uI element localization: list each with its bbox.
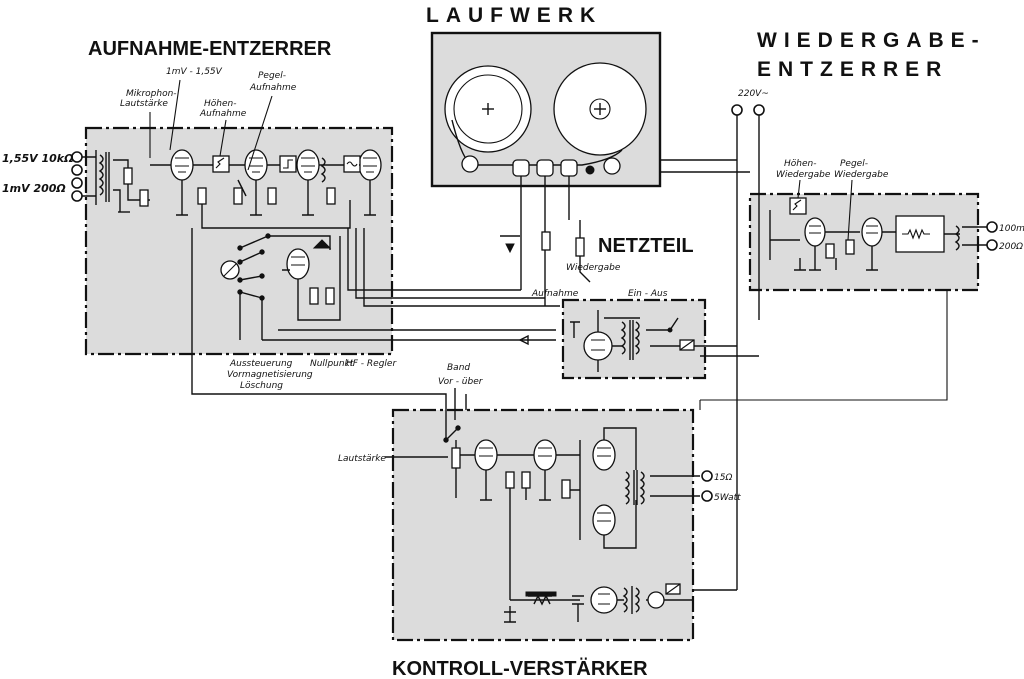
- kontroll-circuit: Band Vor - über Lautstärke: [338, 363, 741, 623]
- mains-terminal-1: [731, 104, 743, 116]
- aufnahme-entzerrer-title: AUFNAHME-ENTZERRER: [88, 38, 332, 60]
- playback-head-icon: [560, 159, 578, 177]
- input-terminal-low-2: [71, 190, 83, 202]
- oscillator-tube-icon: [286, 248, 310, 280]
- level-range-label: 1mV - 1,55V: [166, 67, 223, 77]
- amp-tube-1-icon: [474, 439, 498, 471]
- pilot-lamp-icon: [647, 591, 665, 609]
- tube-3-icon: [296, 149, 320, 181]
- mikrophon-label: Mikrophon-: [126, 89, 177, 99]
- power-transformer-icon: [620, 321, 626, 355]
- output-100mv-label: 100mV: [999, 224, 1024, 234]
- lautstaerke-kontroll-label: Lautstärke: [338, 454, 386, 464]
- output-5watt-label: 5Watt: [714, 493, 741, 503]
- output-200ohm-terminal: [986, 239, 998, 251]
- record-head-icon: [536, 159, 554, 177]
- kontroll-verstaerker-title: KONTROLL-VERSTÄRKER: [392, 657, 648, 679]
- input-low-label: 1mV 200Ω: [2, 182, 66, 195]
- wiedergabe-circuit: 100mV 200Ω Höhen- Wiedergabe Pegel- Wied…: [769, 159, 1024, 271]
- erase-head-icon: [512, 159, 530, 177]
- hoehen-aufnahme-label-2: Aufnahme: [199, 109, 247, 119]
- treble-filter-icon: [212, 155, 230, 173]
- vormagnetisierung-label: Vormagnetisierung: [227, 370, 313, 380]
- output-15ohm-label: 15Ω: [714, 473, 732, 483]
- aufnahme-switch-label: Aufnahme: [531, 289, 579, 299]
- wiedergabe-entzerrer-title-1: WIEDERGABE-: [757, 29, 986, 52]
- hoehen-wiedergabe-label-1: Höhen-: [784, 159, 816, 169]
- tube-2-icon: [244, 149, 268, 181]
- pegel-wiedergabe-label-1: Pegel-: [840, 159, 868, 169]
- playback-tube-2-icon: [861, 217, 883, 247]
- output-tube-2-icon: [592, 504, 616, 536]
- input-high-label: 1,55V 10kΩ: [2, 152, 73, 165]
- interconnect-wiring: 220V~: [191, 89, 948, 591]
- netzteil-panel: [561, 298, 707, 380]
- playback-tube-1-icon: [804, 217, 826, 247]
- ein-aus-label: Ein - Aus: [628, 289, 668, 299]
- tape-deck: [444, 62, 647, 177]
- input-terminal-high-1: [71, 151, 83, 163]
- pegel-wiedergabe-label-2: Wiedergabe: [834, 170, 889, 180]
- mains-label: 220V~: [738, 89, 769, 99]
- aufnahme-circuit: 1,55V 10kΩ 1mV 200Ω: [2, 67, 397, 391]
- vor-ueber-label: Vor - über: [438, 377, 484, 387]
- input-terminal-high-2: [71, 164, 83, 176]
- loeschung-label: Löschung: [240, 381, 283, 391]
- netzteil-title: NETZTEIL: [598, 235, 694, 257]
- tube-1-icon: [170, 149, 194, 181]
- nullpunkt-label: Nullpunkt: [310, 359, 354, 369]
- band-label: Band: [447, 363, 470, 373]
- aussteuerung-label: Aussteuerung: [229, 359, 293, 369]
- speaker-5watt-terminal: [701, 490, 713, 502]
- pegel-aufnahme-label-2: Aufnahme: [249, 83, 297, 93]
- rectifier-tube-icon: [583, 331, 613, 361]
- lautstaerke-top-label: Lautstärke: [120, 99, 168, 109]
- supply-rectifier-icon: [590, 586, 618, 614]
- speaker-15ohm-terminal: [701, 470, 713, 482]
- output-100mv-terminal: [986, 221, 998, 233]
- netzteil-circuit: Wiedergabe Aufnahme Ein - Aus: [531, 263, 700, 372]
- hoehen-aufnahme-label-1: Höhen-: [204, 99, 236, 109]
- input-terminal-low-1: [71, 177, 83, 189]
- laufwerk-title: LAUFWERK: [426, 4, 602, 27]
- playback-treble-filter-icon: [789, 197, 807, 215]
- volume-pot-icon: [451, 447, 461, 469]
- hf-regler-label: HF - Regler: [346, 359, 397, 369]
- output-transformer-icon: [624, 471, 630, 505]
- output-200ohm-label: 200Ω: [999, 242, 1023, 252]
- amp-tube-2-icon: [533, 439, 557, 471]
- wiedergabe-entzerrer-title-2: ENTZERRER: [757, 58, 948, 81]
- pegel-aufnahme-label-1: Pegel-: [258, 71, 286, 81]
- mains-terminal-2: [753, 104, 765, 116]
- input-transformer-icon: [98, 154, 104, 196]
- tube-4-icon: [358, 149, 382, 181]
- output-tube-1-icon: [592, 439, 616, 471]
- hoehen-wiedergabe-label-2: Wiedergabe: [776, 170, 831, 180]
- diode-icon: [312, 239, 332, 249]
- wiedergabe-switch-label: Wiedergabe: [566, 263, 621, 273]
